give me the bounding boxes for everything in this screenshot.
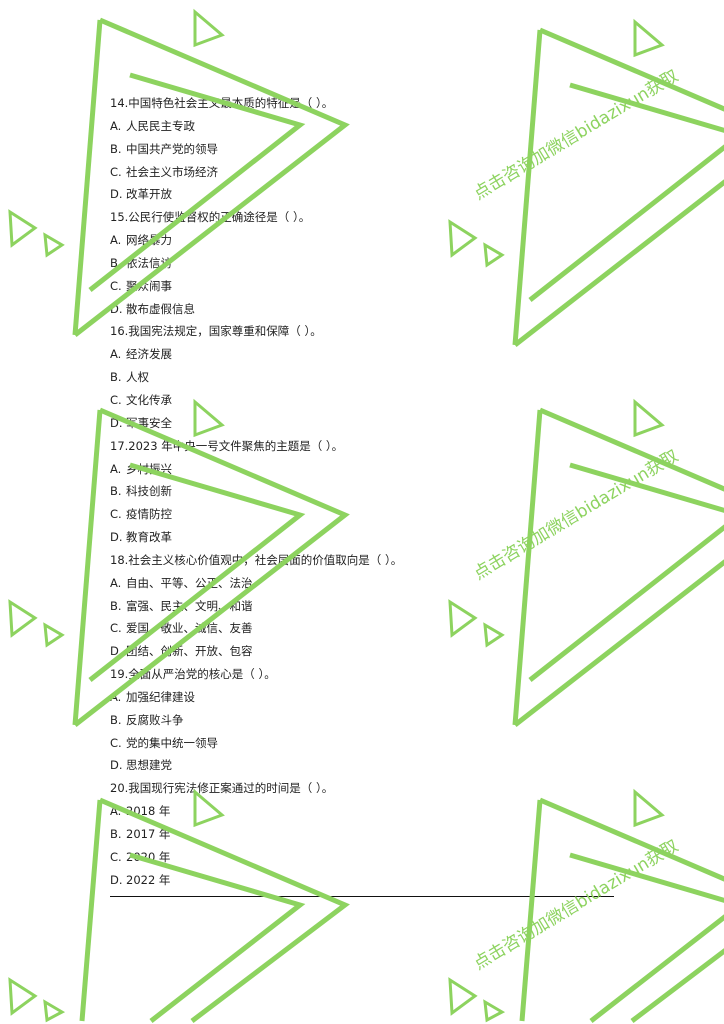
option-letter: D. [110,644,123,659]
question-stem: 19.全面从严治党的核心是（ ）。 [110,667,276,682]
answer-option: A. 2018 年 [110,800,630,823]
option-text: 团结、创新、开放、包容 [126,644,253,659]
answer-option: C. 爱国、敬业、诚信、友善 [110,617,630,640]
option-letter: C. [110,164,122,179]
answer-option: D.军事安全 [110,412,630,435]
option-letter: A. [110,689,122,704]
option-letter: A. [110,118,122,133]
divider-line [110,896,614,897]
option-letter: B. [110,712,122,727]
answer-option: C. 2020 年 [110,846,630,869]
answer-option: A. 人民民主专政 [110,115,630,138]
question-list: 14.中国特色社会主义最本质的特征是（ ）。 A. 人民民主专政 B. 中国共产党的领导… [110,92,630,892]
option-text: 加强纪律建设 [126,689,195,704]
question-stem: 14.中国特色社会主义最本质的特征是（ ）。 [110,96,334,110]
option-text: 散布虚假信息 [126,301,195,316]
answer-option: B. 富强、民主、文明、和谐 [110,595,630,618]
option-letter: B. [110,598,122,613]
option-letter: C. [110,735,122,750]
answer-option: A. 自由、平等、公正、法治 [110,572,630,595]
option-letter: D. [110,758,123,773]
option-letter: A. [110,347,122,362]
option-text: 人权 [126,370,149,385]
option-text: 反腐败斗争 [126,712,184,727]
answer-option: C. 党的集中统一领导 [110,732,630,755]
answer-option: B. 人权 [110,366,630,389]
option-letter: B. [110,255,122,270]
option-letter: B. [110,141,122,156]
option-letter: D. [110,530,123,545]
option-letter: C. [110,278,122,293]
option-text: 2018 年 [126,804,171,819]
answer-option: A. 加强纪律建设 [110,686,630,709]
option-letter: D. [110,187,123,202]
option-letter: C. [110,849,122,864]
question-stem: 15.公民行使监督权的正确途径是（ ）。 [110,210,311,225]
question-stem: 20.我国现行宪法修正案通过的时间是（ ）。 [110,781,334,796]
answer-option: D.改革开放 [110,183,630,206]
option-letter: B. [110,484,122,499]
option-text: 聚众闹事 [126,278,172,293]
option-letter: A. [110,233,122,248]
option-text: 党的集中统一领导 [126,735,218,750]
question-stem: 17.2023 年中央一号文件聚焦的主题是（ ）。 [110,438,344,453]
question-stem: 16.我国宪法规定，国家尊重和保障（ ）。 [110,324,322,339]
option-text: 思想建党 [126,758,172,773]
option-text: 富强、民主、文明、和谐 [126,598,253,613]
answer-option: D.2022 年 [110,869,630,892]
option-letter: A. [110,575,122,590]
option-letter: C. [110,507,122,522]
question-stem: 18.社会主义核心价值观中，社会层面的价值取向是（ ）。 [110,552,403,567]
answer-option: C. 文化传承 [110,389,630,412]
answer-option: B. 依法信访 [110,252,630,275]
option-letter: C. [110,621,122,636]
option-letter: D. [110,872,123,887]
option-text: 2017 年 [126,827,171,841]
option-text: 社会主义市场经济 [126,164,218,179]
answer-option: C. 疫情防控 [110,503,630,526]
option-letter: A. [110,461,122,476]
answer-option: D.教育改革 [110,526,630,549]
option-text: 网络暴力 [126,233,172,248]
option-text: 中国共产党的领导 [126,141,218,156]
option-text: 2022 年 [126,872,171,887]
answer-option: D.散布虚假信息 [110,298,630,321]
option-letter: D. [110,415,123,430]
answer-option: B. 反腐败斗争 [110,709,630,732]
answer-option: A. 经济发展 [110,343,630,366]
option-text: 自由、平等、公正、法治 [126,575,253,590]
answer-option: B. 2017 年 [110,823,630,846]
answer-option: A. 乡村振兴 [110,458,630,481]
option-text: 经济发展 [126,347,172,362]
option-text: 2020 年 [126,849,171,864]
option-text: 文化传承 [126,392,172,407]
option-letter: B. [110,827,122,841]
option-text: 教育改革 [126,530,172,545]
answer-option: D.团结、创新、开放、包容 [110,640,630,663]
option-text: 科技创新 [126,484,172,499]
answer-option: D.思想建党 [110,754,630,777]
option-letter: C. [110,392,122,407]
option-text: 爱国、敬业、诚信、友善 [126,621,253,636]
option-text: 依法信访 [126,255,172,270]
option-text: 改革开放 [126,187,172,202]
answer-option: A. 网络暴力 [110,229,630,252]
answer-option: C. 聚众闹事 [110,275,630,298]
option-letter: D. [110,301,123,316]
option-text: 乡村振兴 [126,461,172,476]
option-letter: B. [110,370,122,385]
option-text: 军事安全 [126,415,172,430]
answer-option: B. 科技创新 [110,480,630,503]
option-letter: A. [110,804,122,819]
option-text: 人民民主专政 [126,118,195,133]
option-text: 疫情防控 [126,507,172,522]
answer-option: B. 中国共产党的领导 [110,138,630,161]
answer-option: C. 社会主义市场经济 [110,161,630,184]
